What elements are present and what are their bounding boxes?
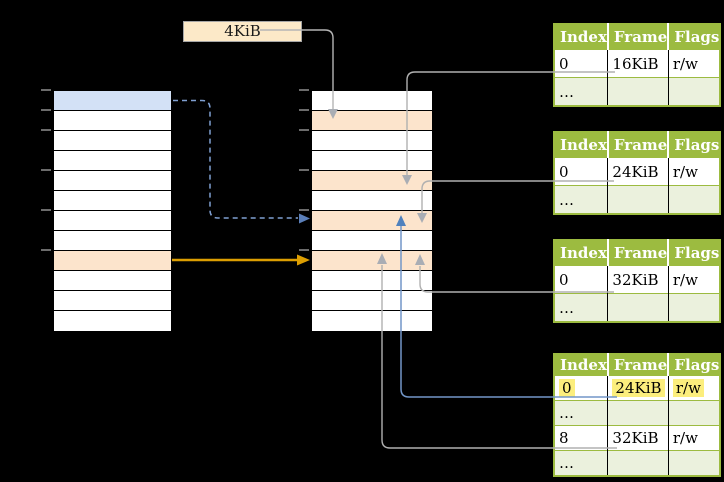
column-header: Index	[554, 132, 609, 158]
table-cell: …	[554, 400, 609, 426]
page-directory-column	[311, 90, 433, 332]
memory-row	[312, 111, 432, 131]
memory-row	[54, 171, 171, 191]
memory-row	[54, 211, 171, 231]
table-cell: r/w	[668, 157, 721, 186]
memory-row	[312, 191, 432, 211]
table-cell: 24KiB	[607, 375, 669, 401]
table-cell	[668, 77, 721, 106]
table-cell: 32KiB	[607, 425, 669, 451]
column-header: Flags	[668, 240, 721, 266]
memory-row	[54, 311, 171, 331]
table-row: …	[554, 185, 721, 214]
column-header: Index	[554, 354, 609, 376]
table-cell	[607, 450, 669, 476]
virtual-page-gold-arrow	[172, 254, 310, 266]
table-cell: 0	[554, 157, 609, 186]
memory-row	[54, 151, 171, 171]
column-header: Frame	[607, 240, 670, 266]
table-cell: 0	[554, 265, 609, 294]
table-cell	[607, 185, 669, 214]
table-cell	[607, 400, 669, 426]
memory-row	[312, 271, 432, 291]
highlighted-value: r/w	[672, 379, 704, 397]
table-cell	[668, 400, 721, 426]
table-cell	[668, 450, 721, 476]
memory-row	[312, 91, 432, 111]
virtual-page-dashed-arrow	[173, 99, 310, 224]
table-row: …	[554, 293, 721, 322]
memory-row	[54, 271, 171, 291]
table-cell	[607, 77, 669, 106]
table-cell: 24KiB	[607, 157, 669, 186]
memory-row	[54, 291, 171, 311]
virtual-memory-column	[53, 90, 172, 332]
memory-row	[312, 131, 432, 151]
table-row: …	[554, 400, 721, 426]
memory-row	[54, 131, 171, 151]
memory-row	[312, 171, 432, 191]
memory-row	[312, 231, 432, 251]
column-header: Index	[554, 240, 609, 266]
table-cell: 0	[554, 375, 609, 401]
highlighted-value: 0	[559, 379, 575, 397]
table-row: …	[554, 450, 721, 476]
table-cell: 0	[554, 49, 609, 78]
memory-row	[312, 311, 432, 331]
column-header: Frame	[607, 354, 670, 376]
table-cell: r/w	[668, 425, 721, 451]
memory-row	[54, 191, 171, 211]
table-cell	[668, 185, 721, 214]
column-header: Frame	[607, 132, 670, 158]
table-cell: 8	[554, 425, 609, 451]
memory-row	[312, 251, 432, 271]
column-header: Flags	[668, 132, 721, 158]
table-cell: r/w	[668, 265, 721, 294]
table-cell: …	[554, 293, 609, 322]
table-row: …	[554, 77, 721, 106]
page-size-label: 4KiB	[183, 21, 302, 42]
memory-row	[54, 91, 171, 111]
table-cell: 32KiB	[607, 265, 669, 294]
table-cell: r/w	[668, 49, 721, 78]
column-header: Index	[554, 24, 609, 50]
memory-row	[54, 111, 171, 131]
column-header: Flags	[668, 354, 721, 376]
table-cell: 16KiB	[607, 49, 669, 78]
column-header: Flags	[668, 24, 721, 50]
table-cell	[668, 293, 721, 322]
highlighted-value: 24KiB	[612, 379, 665, 397]
memory-row	[312, 291, 432, 311]
table-cell: …	[554, 185, 609, 214]
table-cell: r/w	[668, 375, 721, 401]
memory-row	[312, 151, 432, 171]
table-row: 0 24KiB r/w	[554, 375, 721, 401]
memory-row	[312, 211, 432, 231]
memory-row	[54, 231, 171, 251]
table-cell	[607, 293, 669, 322]
column-header: Frame	[607, 24, 670, 50]
memory-row	[54, 251, 171, 271]
table-cell: …	[554, 77, 609, 106]
table-cell: …	[554, 450, 609, 476]
